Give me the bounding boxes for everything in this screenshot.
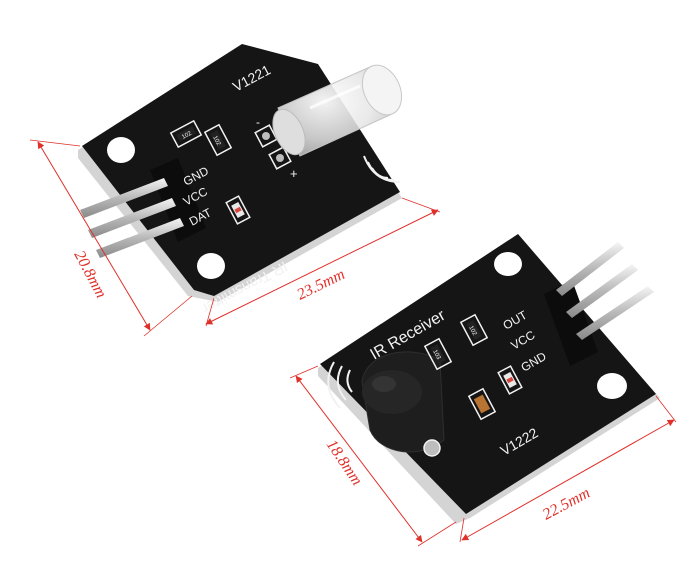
transmitter-resistor-code-1: 102 — [181, 130, 193, 140]
transmitter-width-ext-2 — [401, 197, 441, 213]
receiver-pin-vcc — [566, 264, 638, 318]
receiver-width-ext-2 — [655, 395, 677, 423]
receiver-header-block — [544, 280, 598, 366]
receiver-resistor-code-1: 103 — [431, 349, 441, 361]
ir-transmitter-module: 102 102 - + V1221 GND VCC DA — [78, 44, 403, 317]
transmitter-signal-waves-icon — [363, 155, 401, 183]
transmitter-width-label: 23.5mm — [294, 266, 347, 304]
receiver-height-ext-1 — [289, 365, 319, 379]
receiver-mount-hole-1 — [494, 252, 522, 276]
ir-receiver-module: 103 102 IR Receiver OUT VCC GND V1222 — [318, 234, 660, 524]
receiver-ir-sensor — [361, 351, 445, 457]
receiver-pin-gnd — [576, 286, 654, 340]
transmitter-width-ext-1 — [205, 297, 215, 327]
transmitter-ir-led — [272, 64, 403, 157]
transmitter-height-line — [37, 141, 151, 331]
receiver-capacitor — [467, 387, 497, 421]
transmitter-polarity-minus: - — [256, 115, 260, 129]
receiver-resistor-1: 103 — [423, 337, 453, 371]
receiver-width-line — [461, 419, 675, 541]
transmitter-mount-hole-1 — [107, 137, 135, 163]
transmitter-width-line — [205, 209, 439, 325]
receiver-mount-hole-2 — [597, 373, 627, 399]
receiver-header-pins — [556, 242, 654, 340]
receiver-resistor-code-2: 102 — [467, 325, 477, 337]
transmitter-resistor-code-2: 102 — [211, 135, 221, 147]
receiver-width-ext-1 — [459, 517, 465, 543]
transmitter-height-ext-1 — [29, 139, 81, 147]
transmitter-resistor-2: 102 — [203, 123, 233, 157]
receiver-power-led — [497, 365, 523, 395]
transmitter-led-pad-plus-hole — [276, 154, 284, 162]
transmitter-height-ext-2 — [143, 295, 193, 337]
transmitter-mount-hole-2 — [197, 253, 225, 279]
receiver-height-label: 18.8mm — [323, 437, 366, 489]
transmitter-led-pad-minus-hole — [262, 132, 270, 140]
receiver-height-line — [295, 375, 423, 543]
receiver-width-label: 22.5mm — [540, 485, 593, 524]
receiver-pin-out — [556, 242, 624, 296]
receiver-resistor-2: 102 — [459, 313, 489, 347]
transmitter-led-pad-minus — [254, 124, 278, 148]
receiver-height-ext-2 — [417, 521, 457, 547]
transmitter-resistor-1: 102 — [169, 119, 203, 149]
transmitter-led-pad-plus — [268, 146, 292, 170]
receiver-sensor-pad — [423, 439, 441, 457]
transmitter-polarity-plus: + — [290, 166, 298, 181]
